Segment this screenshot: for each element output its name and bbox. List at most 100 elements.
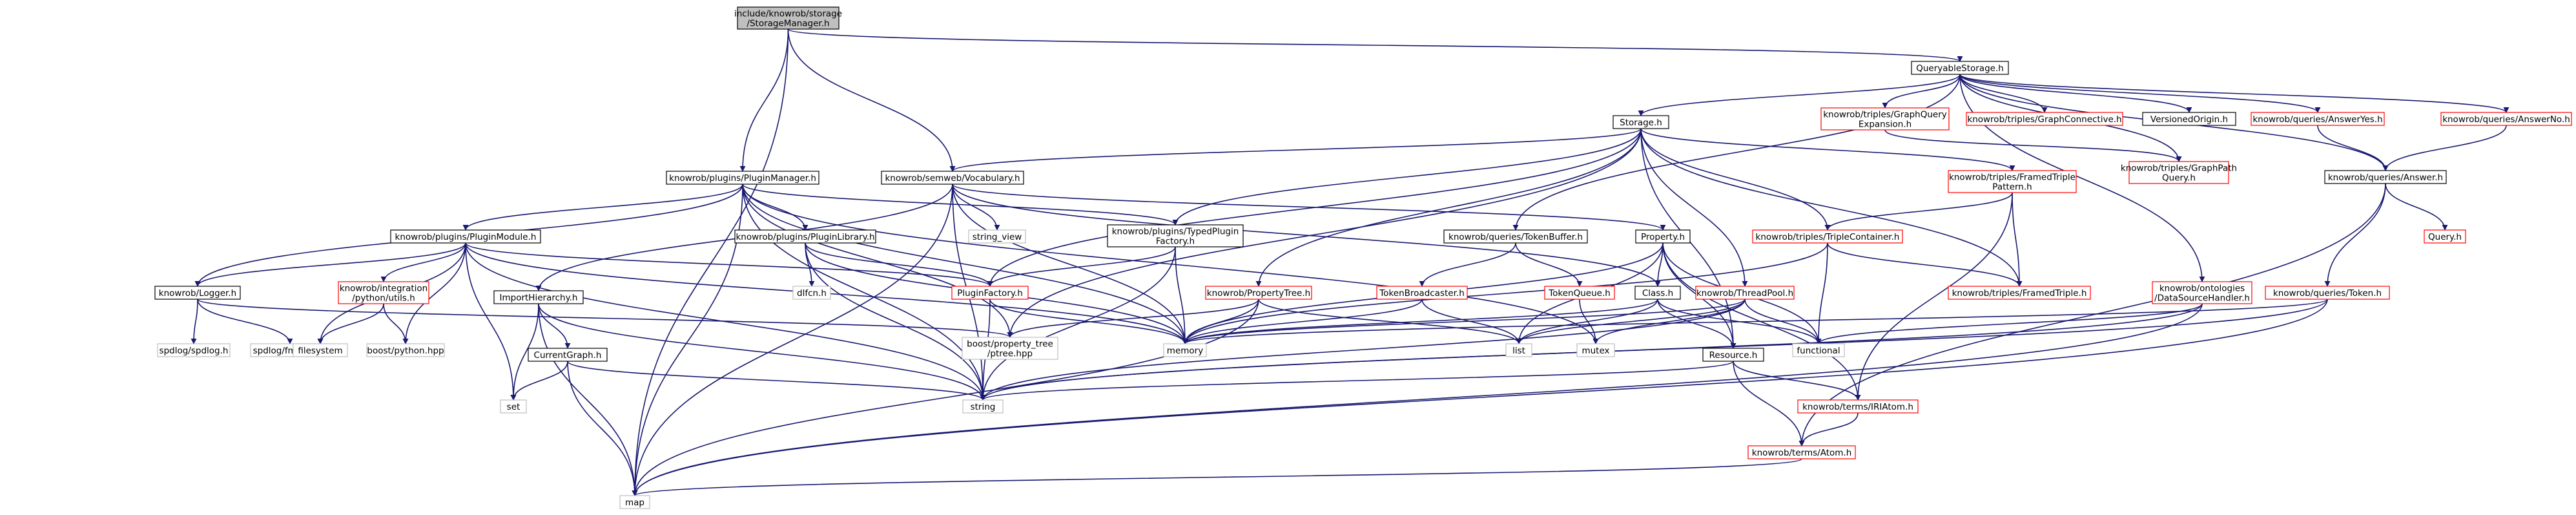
node-label: string [971,402,996,412]
node-boost-python: boost/python.hpp [366,343,445,357]
node-token[interactable]: knowrob/queries/Token.h [2265,286,2390,300]
dependency-edges [191,28,2509,496]
edge-logger-to-ptree [197,299,1013,338]
edge-storage-to-ptree [1007,128,1642,338]
edge-plugin-manager-to-string [742,184,986,401]
edge-current-graph-to-set [510,361,568,401]
edge-token-to-string [980,299,2328,401]
edge-import-hierarchy-to-set [510,303,539,401]
edge-triple-container-to-framed-triple [1827,242,2023,287]
node-label: TokenBroadcaster.h [1379,288,1465,299]
edge-storage-to-typed-plugin-factory [1172,128,1642,226]
node-label: knowrob/triples/FramedTriple [1949,173,2076,183]
node-label: include/knowrob/storage [734,9,842,19]
edge-storage-to-triple-container [1640,128,1831,231]
node-current-graph[interactable]: CurrentGraph.h [528,348,608,362]
node-label: knowrob/queries/Token.h [2273,288,2382,299]
node-label: /python/utils.h [352,293,415,304]
node-token-buffer[interactable]: knowrob/queries/TokenBuffer.h [1443,229,1588,244]
node-label: knowrob/terms/IRIAtom.h [1802,402,1913,412]
node-label: /DataSourceHandler.h [2154,293,2250,304]
node-string: string [962,399,1004,414]
node-root[interactable]: include/knowrob/storage/StorageManager.h [734,6,842,30]
node-functional: functional [1792,343,1845,357]
node-label: knowrob/ThreadPool.h [1696,288,1793,299]
edge-logger-to-spdlog [191,299,198,344]
node-token-broadcaster[interactable]: TokenBroadcaster.h [1376,286,1468,300]
node-data-source-handler[interactable]: knowrob/ontologies/DataSourceHandler.h [2152,281,2252,304]
node-filesystem: filesystem [293,343,348,357]
node-label: knowrob/PropertyTree.h [1207,288,1310,299]
node-integration-utils[interactable]: knowrob/integration/python/utils.h [338,281,429,304]
node-framed-triple[interactable]: knowrob/triples/FramedTriple.h [1948,286,2091,300]
node-triple-container[interactable]: knowrob/triples/TripleContainer.h [1752,229,1903,244]
edge-class-to-list [1516,299,1658,344]
edge-property-tree-to-memory [1182,299,1259,344]
node-label: map [625,498,644,508]
node-atom[interactable]: knowrob/terms/Atom.h [1747,445,1856,459]
node-thread-pool[interactable]: knowrob/ThreadPool.h [1695,286,1795,300]
edge-storage-to-framed-triple-pattern [1640,128,2015,171]
node-vocabulary[interactable]: knowrob/semweb/Vocabulary.h [881,171,1024,185]
node-label: knowrob/queries/AnswerYes.h [2252,114,2382,125]
node-resource[interactable]: Resource.h [1702,348,1764,362]
edge-vocabulary-to-memory [952,184,1188,344]
node-label: QueryableStorage.h [1916,63,2004,74]
node-property-tree[interactable]: knowrob/PropertyTree.h [1205,286,1312,300]
edge-data-source-handler-to-functional [1815,303,2203,344]
edge-typed-plugin-factory-to-plugin-factory [987,246,1176,287]
edge-typed-plugin-factory-to-string [980,246,1176,401]
edge-token-broadcaster-to-memory [1182,299,1423,344]
edge-property-tree-to-list [1258,299,1522,344]
node-plugin-factory[interactable]: PluginFactory.h [951,286,1029,300]
node-graph-connective[interactable]: knowrob/triples/GraphConnective.h [1966,112,2123,126]
node-label: Resource.h [1709,350,1758,361]
node-label: knowrob/triples/TripleContainer.h [1756,232,1900,242]
node-plugin-library[interactable]: knowrob/plugins/PluginLibrary.h [734,229,876,244]
node-label: boost/property_tree [967,339,1053,350]
edge-current-graph-to-string [567,361,986,401]
edge-queryable-storage-to-answer-yes [1959,74,2321,113]
node-label: spdlog/spdlog.h [160,346,229,356]
edge-plugin-module-to-integration-utils [380,242,466,282]
edge-typed-plugin-factory-to-memory [1175,246,1188,344]
edge-token-buffer-to-token-broadcaster [1419,242,1516,287]
node-plugin-module[interactable]: knowrob/plugins/PluginModule.h [390,229,541,244]
node-query[interactable]: Query.h [2424,229,2466,244]
node-class[interactable]: Class.h [1634,286,1681,300]
node-label: filesystem [298,346,342,356]
edge-integration-utils-to-boost-python [383,303,409,344]
edge-storage-to-vocabulary [949,128,1642,172]
node-label: knowrob/Logger.h [159,288,236,299]
node-property[interactable]: Property.h [1635,229,1691,244]
node-logger[interactable]: knowrob/Logger.h [154,286,241,300]
node-import-hierarchy[interactable]: ImportHierarchy.h [493,290,584,304]
edge-framed-triple-pattern-to-framed-triple [2012,192,2023,287]
edge-plugin-module-to-set [465,242,517,401]
edge-plugin-manager-to-map [632,184,743,496]
node-plugin-manager[interactable]: knowrob/plugins/PluginManager.h [666,171,819,185]
edge-queryable-storage-to-answer-no [1959,74,2509,113]
edge-logger-to-fmt-ostr [197,299,293,344]
edge-token-to-memory [1182,299,2328,344]
node-answer[interactable]: knowrob/queries/Answer.h [2324,170,2447,184]
node-label: knowrob/triples/GraphQuery [1823,110,1947,120]
node-label: ImportHierarchy.h [500,293,578,303]
edge-triple-container-to-memory [1182,242,1828,344]
node-answer-no[interactable]: knowrob/queries/AnswerNo.h [2440,112,2572,126]
node-queryable-storage[interactable]: QueryableStorage.h [1911,61,2009,75]
edge-plugin-manager-to-memory [742,184,1188,344]
edge-root-to-plugin-manager [739,28,789,172]
node-token-queue[interactable]: TokenQueue.h [1544,286,1615,300]
node-answer-yes[interactable]: knowrob/queries/AnswerYes.h [2251,112,2385,126]
node-ptree: boost/property_tree/ptree.hpp [962,337,1058,360]
node-label: knowrob/queries/Answer.h [2328,173,2443,183]
node-storage[interactable]: Storage.h [1613,115,1669,129]
node-iri-atom[interactable]: knowrob/terms/IRIAtom.h [1797,399,1919,414]
node-versioned-origin[interactable]: VersionedOrigin.h [2142,112,2236,126]
node-label: knowrob/triples/GraphPath [2121,163,2237,174]
